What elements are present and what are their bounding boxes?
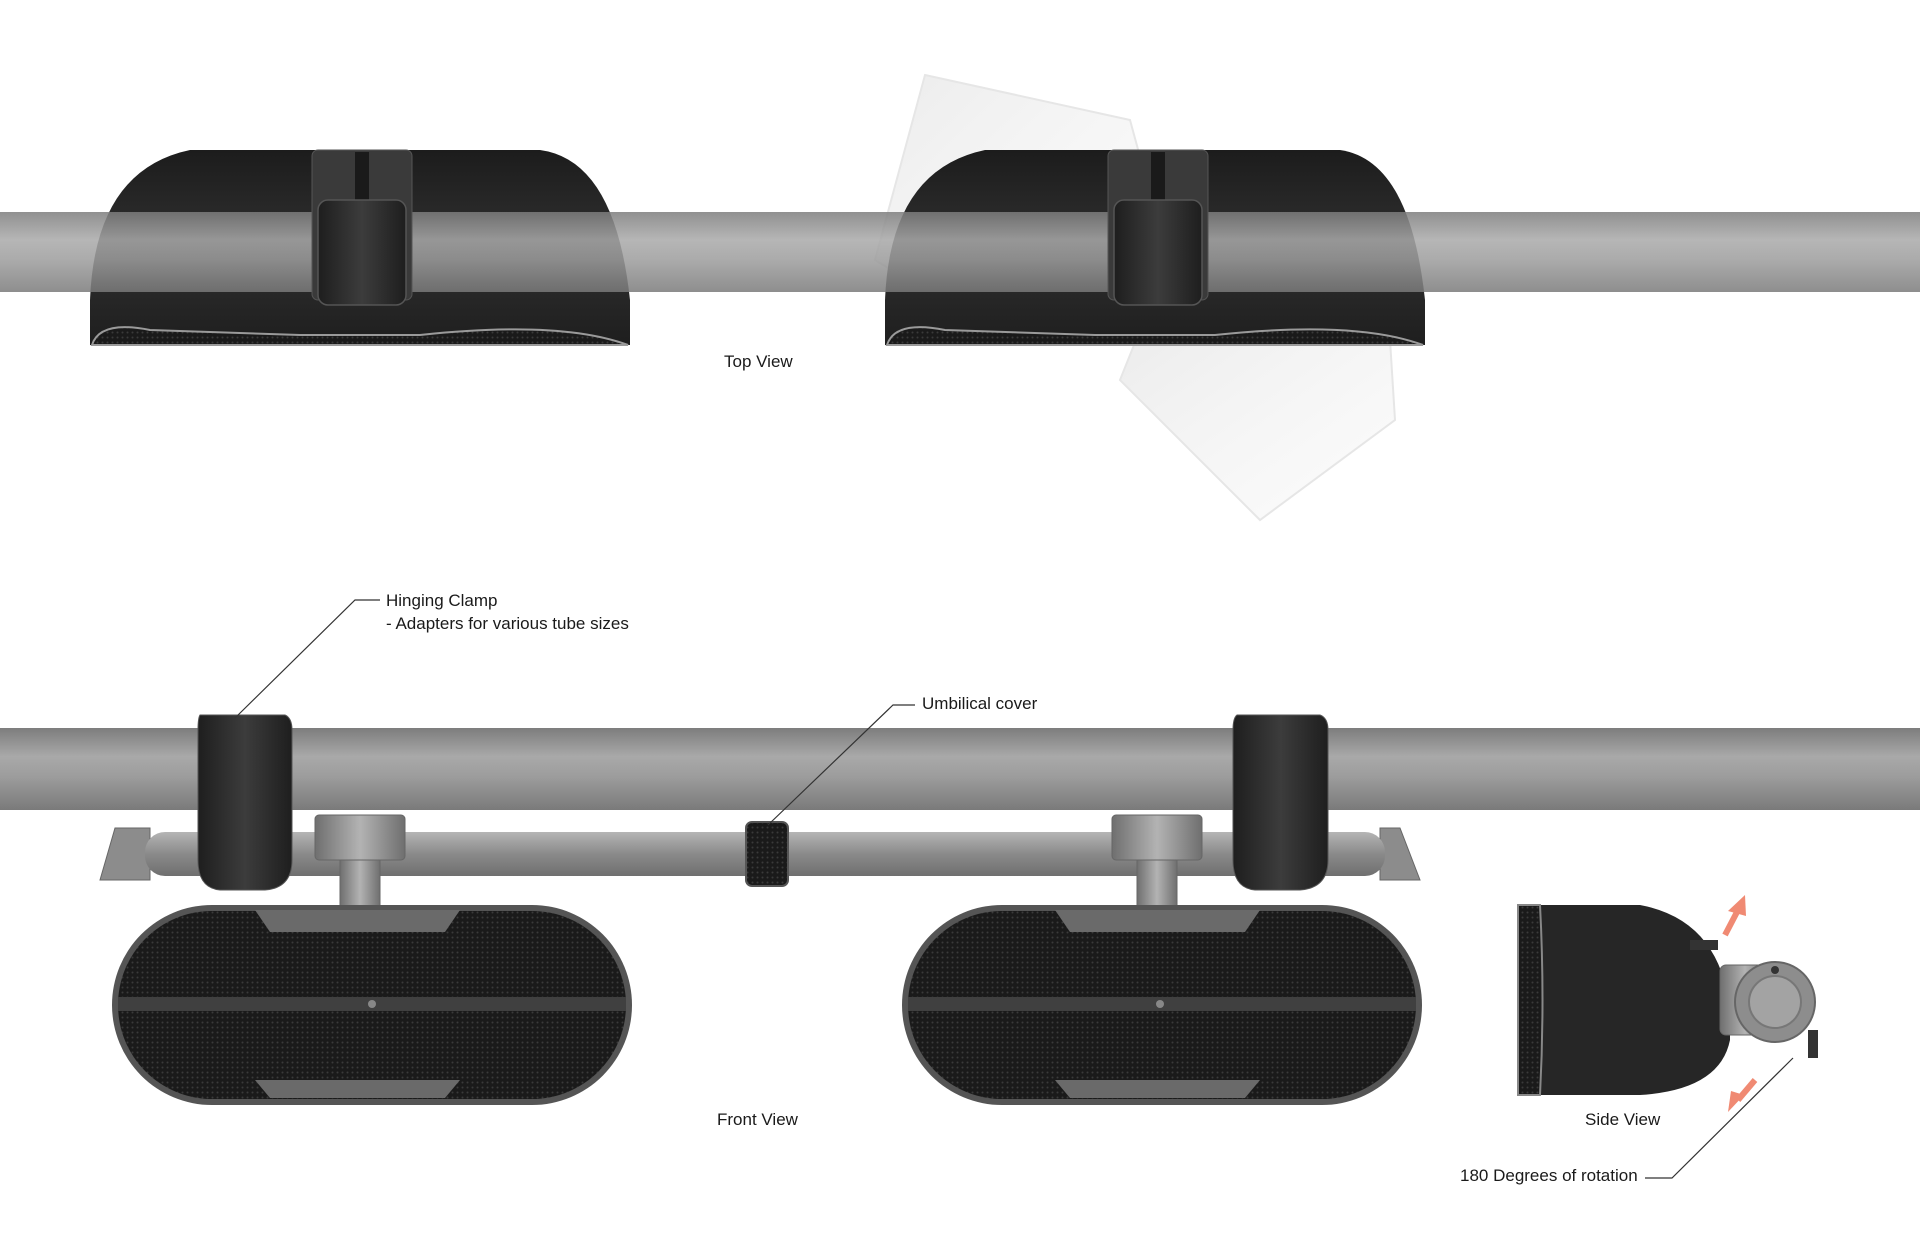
front-clamp-left <box>197 714 293 891</box>
top-speaker-left-grille <box>90 326 629 346</box>
side-pivot-bolt <box>1771 966 1779 974</box>
hinging-clamp-leader <box>234 599 380 719</box>
side-speaker-body <box>1518 905 1730 1095</box>
side-speaker-grille <box>1517 904 1544 1096</box>
front-view-group <box>0 599 1920 1105</box>
side-bracket-top <box>1690 940 1718 950</box>
side-view-group <box>1517 895 1818 1179</box>
rotation-ghost-lower <box>1118 328 1397 522</box>
side-pivot-inner <box>1748 975 1802 1029</box>
rotation-arrow-up <box>1722 895 1746 937</box>
front-speaker-left <box>112 905 632 1105</box>
umbilical-cover-label: Umbilical cover <box>922 694 1038 713</box>
top-clamp-left <box>311 149 413 306</box>
rotation-arrow-down <box>1728 1078 1758 1112</box>
side-bracket-bottom <box>1808 1030 1818 1058</box>
front-clamp-right <box>1232 714 1329 891</box>
top-clamp-right <box>1107 149 1209 306</box>
side-view-label: Side View <box>1585 1110 1661 1129</box>
hinging-clamp-title: Hinging Clamp <box>386 591 498 610</box>
speaker-mount-right <box>1111 814 1203 911</box>
top-view-group <box>0 73 1920 522</box>
rod-end-cap-right <box>1379 827 1421 881</box>
rod-end-cap-left <box>99 827 151 881</box>
rotation-leader <box>1645 1057 1794 1179</box>
umbilical-cover <box>745 821 789 887</box>
front-view-label: Front View <box>717 1110 798 1129</box>
front-view-tube <box>0 728 1920 810</box>
umbilical-leader <box>767 704 915 826</box>
top-speaker-right-grille <box>885 326 1424 346</box>
front-speaker-right <box>902 905 1422 1105</box>
top-view-tube <box>0 212 1920 292</box>
hinging-clamp-label: Hinging Clamp - Adapters for various tub… <box>386 589 629 635</box>
rotation-label: 180 Degrees of rotation <box>1460 1166 1638 1185</box>
hinging-clamp-note: - Adapters for various tube sizes <box>386 614 629 633</box>
top-view-label: Top View <box>724 352 793 371</box>
